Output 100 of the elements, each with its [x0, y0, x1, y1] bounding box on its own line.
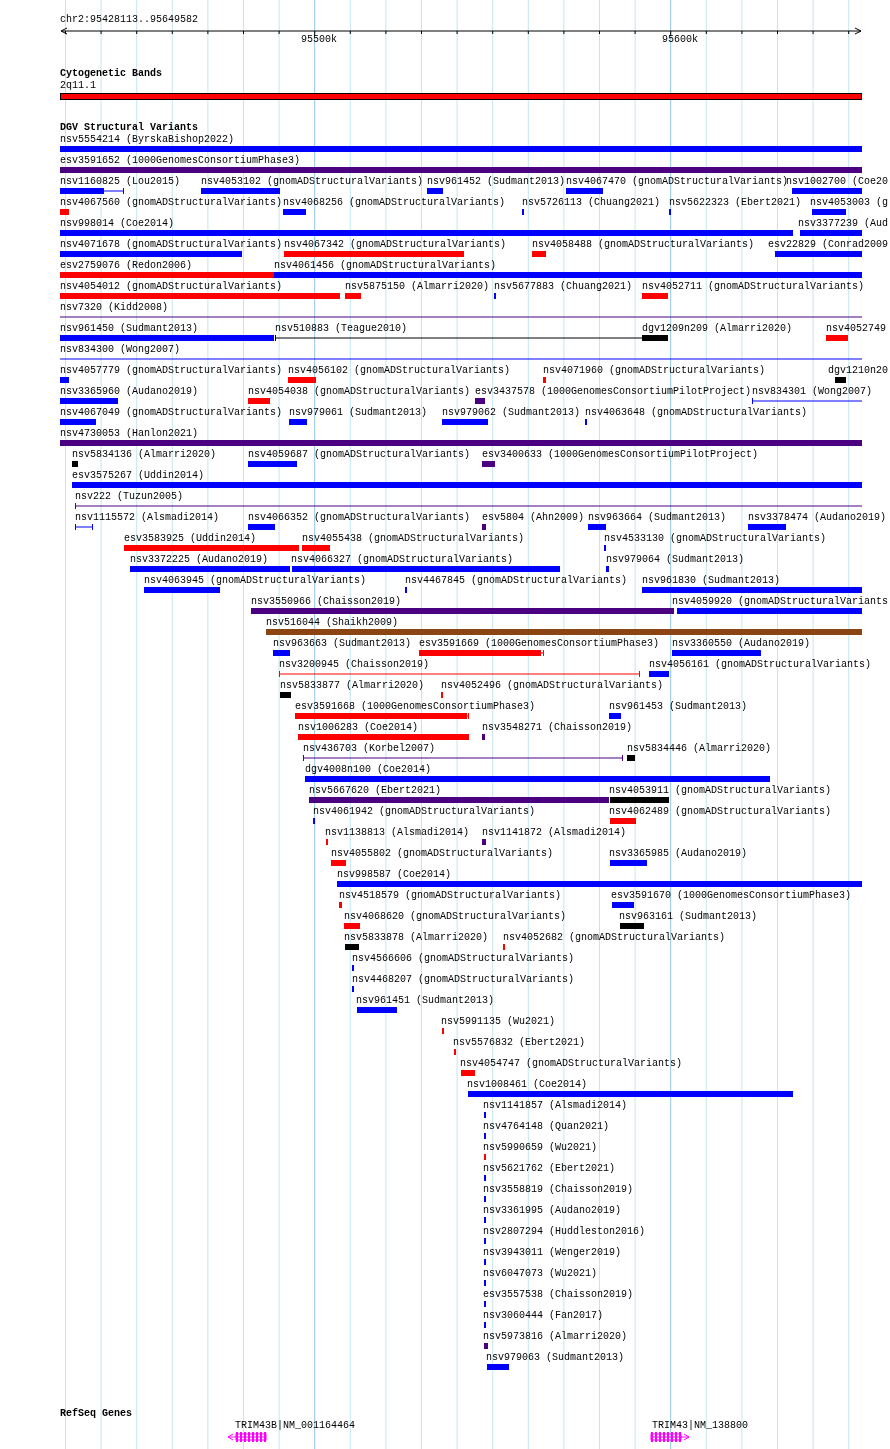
variant-label: nsv3558819 (Chaisson2019)	[483, 1184, 634, 1196]
variant-label: nsv5554214 (ByrskaBishop2022)	[60, 134, 235, 146]
variant-label: nsv4518579 (gnomADStructuralVariants)	[339, 890, 562, 902]
variant-label: nsv3378474 (Audano2019)	[748, 512, 887, 524]
variant-label: nsv3548271 (Chaisson2019)	[482, 722, 633, 734]
variant-label: nsv5833877 (Almarri2020)	[280, 680, 425, 692]
variant-label: nsv3361995 (Audano2019)	[483, 1205, 622, 1217]
variant-label: nsv4055438 (gnomADStructuralVariants)	[302, 533, 525, 545]
variant-label: nsv5833878 (Almarri2020)	[344, 932, 489, 944]
variant-label: nsv4052749	[826, 323, 886, 335]
variant-label: nsv1008461 (Coe2014)	[467, 1079, 588, 1091]
variant-label: nsv963161 (Sudmant2013)	[619, 911, 758, 923]
variant-label: nsv4053102 (gnomADStructuralVariants)	[201, 176, 424, 188]
variant-label: nsv4054038 (gnomADStructuralVariants)	[248, 386, 471, 398]
variant-label: esv3557538 (Chaisson2019)	[483, 1289, 634, 1301]
variant-label: nsv4066327 (gnomADStructuralVariants)	[291, 554, 514, 566]
variant-label: nsv1141872 (Alsmadi2014)	[482, 827, 627, 839]
variant-label: esv3400633 (1000GenomesConsortiumPilotProject)	[482, 449, 759, 461]
variant-label: nsv1006283 (Coe2014)	[298, 722, 419, 734]
variant-label: esv3583925 (Uddin2014)	[124, 533, 257, 545]
variant-label: nsv516044 (Shaikh2009)	[266, 617, 399, 629]
track-title: RefSeq Genes	[60, 1408, 132, 1420]
variant-label: nsv4054012 (gnomADStructuralVariants)	[60, 281, 283, 293]
variant-label: nsv3360550 (Audano2019)	[672, 638, 811, 650]
variant-label: nsv998014 (Coe2014)	[60, 218, 175, 230]
variant-label: nsv963664 (Sudmant2013)	[588, 512, 727, 524]
variant-label: nsv4057779 (gnomADStructuralVariants)	[60, 365, 283, 377]
variant-label: nsv4071960 (gnomADStructuralVariants)	[543, 365, 766, 377]
variant-label: nsv4055802 (gnomADStructuralVariants)	[331, 848, 554, 860]
variant-label: nsv3060444 (Fan2017)	[483, 1310, 604, 1322]
variant-label: nsv7320 (Kidd2008)	[60, 302, 169, 314]
variant-label: nsv834301 (Wong2007)	[752, 386, 873, 398]
variant-label: nsv6047073 (Wu2021)	[483, 1268, 598, 1280]
variant-label: esv22829 (Conrad2009	[768, 239, 889, 251]
variant-label: nsv4058488 (gnomADStructuralVariants)	[532, 239, 755, 251]
variant-label: nsv1002700 (Coe20	[786, 176, 889, 188]
variant-label: nsv3365985 (Audano2019)	[609, 848, 748, 860]
variant-label: nsv979061 (Sudmant2013)	[289, 407, 428, 419]
variant-label: nsv2807294 (Huddleston2016)	[483, 1226, 646, 1238]
variant-label: dgv1210n20	[828, 365, 888, 377]
variant-label: nsv5726113 (Chuang2021)	[522, 197, 661, 209]
variant-label: nsv5973816 (Almarri2020)	[483, 1331, 628, 1343]
variant-label: nsv979062 (Sudmant2013)	[442, 407, 581, 419]
variant-label: nsv222 (Tuzun2005)	[75, 491, 184, 503]
variant-label: nsv4059687 (gnomADStructuralVariants)	[248, 449, 471, 461]
variant-label: nsv1141857 (Alsmadi2014)	[483, 1100, 628, 1112]
variant-label: nsv4566606 (gnomADStructuralVariants)	[352, 953, 575, 965]
variant-label: nsv4067049 (gnomADStructuralVariants)	[60, 407, 283, 419]
variant-label: nsv998587 (Coe2014)	[337, 869, 452, 881]
genomic-position-label: chr2:95428113..95649582	[60, 14, 199, 26]
variant-label: nsv961451 (Sudmant2013)	[356, 995, 495, 1007]
variant-label: nsv5834446 (Almarri2020)	[627, 743, 772, 755]
variant-label: nsv3550966 (Chaisson2019)	[251, 596, 402, 608]
scale-label: 95500k	[301, 34, 337, 46]
variant-label: esv3591670 (1000GenomesConsortiumPhase3)	[611, 890, 852, 902]
variant-label: nsv3377239 (Aud	[798, 218, 888, 230]
variant-label: nsv1115572 (Alsmadi2014)	[75, 512, 220, 524]
variant-label: nsv4061456 (gnomADStructuralVariants)	[274, 260, 497, 272]
variant-label: nsv4067342 (gnomADStructuralVariants)	[284, 239, 507, 251]
variant-label: nsv4468207 (gnomADStructuralVariants)	[352, 974, 575, 986]
variant-label: dgv1209n209 (Almarri2020)	[642, 323, 793, 335]
track-title: Cytogenetic Bands	[60, 68, 163, 80]
variant-label: nsv5667620 (Ebert2021)	[309, 785, 442, 797]
variant-label: nsv4052496 (gnomADStructuralVariants)	[441, 680, 664, 692]
variant-label: nsv834300 (Wong2007)	[60, 344, 181, 356]
variant-label: nsv4764148 (Quan2021)	[483, 1121, 610, 1133]
variant-label: esv3437578 (1000GenomesConsortiumPilotProject)	[475, 386, 752, 398]
variant-label: nsv436703 (Korbel2007)	[303, 743, 436, 755]
variant-label: nsv5576832 (Ebert2021)	[453, 1037, 586, 1049]
variant-label: nsv4066352 (gnomADStructuralVariants)	[248, 512, 471, 524]
variant-label: esv3591652 (1000GenomesConsortiumPhase3)	[60, 155, 301, 167]
variant-label: nsv4054747 (gnomADStructuralVariants)	[460, 1058, 683, 1070]
variant-label: dgv4008n100 (Coe2014)	[305, 764, 432, 776]
variant-label: nsv4063648 (gnomADStructuralVariants)	[585, 407, 808, 419]
variant-label: nsv5875150 (Almarri2020)	[345, 281, 490, 293]
variant-label: nsv4052682 (gnomADStructuralVariants)	[503, 932, 726, 944]
variant-label: nsv4063945 (gnomADStructuralVariants)	[144, 575, 367, 587]
variant-label: nsv5621762 (Ebert2021)	[483, 1163, 616, 1175]
variant-label: nsv5622323 (Ebert2021)	[669, 197, 802, 209]
variant-label: nsv3943011 (Wenger2019)	[483, 1247, 622, 1259]
variant-label: esv5804 (Ahn2009)	[482, 512, 585, 524]
variant-label: nsv4062489 (gnomADStructuralVariants)	[609, 806, 832, 818]
variant-label: nsv961452 (Sudmant2013)	[427, 176, 566, 188]
variant-label: nsv4067560 (gnomADStructuralVariants)	[60, 197, 283, 209]
variant-label: nsv1160825 (Lou2015)	[60, 176, 181, 188]
variant-label: nsv510883 (Teague2010)	[275, 323, 408, 335]
variant-label: nsv4533130 (gnomADStructuralVariants)	[604, 533, 827, 545]
variant-label: esv3591669 (1000GenomesConsortiumPhase3)	[419, 638, 660, 650]
variant-label: nsv4071678 (gnomADStructuralVariants)	[60, 239, 283, 251]
variant-label: nsv961450 (Sudmant2013)	[60, 323, 199, 335]
variant-label: nsv4059920 (gnomADStructuralVariants	[672, 596, 889, 608]
variant-label: esv3591668 (1000GenomesConsortiumPhase3)	[295, 701, 536, 713]
variant-label: nsv4068256 (gnomADStructuralVariants)	[283, 197, 506, 209]
variant-label: nsv4053003 (g	[810, 197, 888, 209]
variant-label: nsv4061942 (gnomADStructuralVariants)	[313, 806, 536, 818]
variant-label: nsv3200945 (Chaisson2019)	[279, 659, 430, 671]
variant-label: nsv4730053 (Hanlon2021)	[60, 428, 199, 440]
variant-label: nsv963663 (Sudmant2013)	[273, 638, 412, 650]
scale-label: 95600k	[662, 34, 698, 46]
variant-label: nsv979063 (Sudmant2013)	[486, 1352, 625, 1364]
